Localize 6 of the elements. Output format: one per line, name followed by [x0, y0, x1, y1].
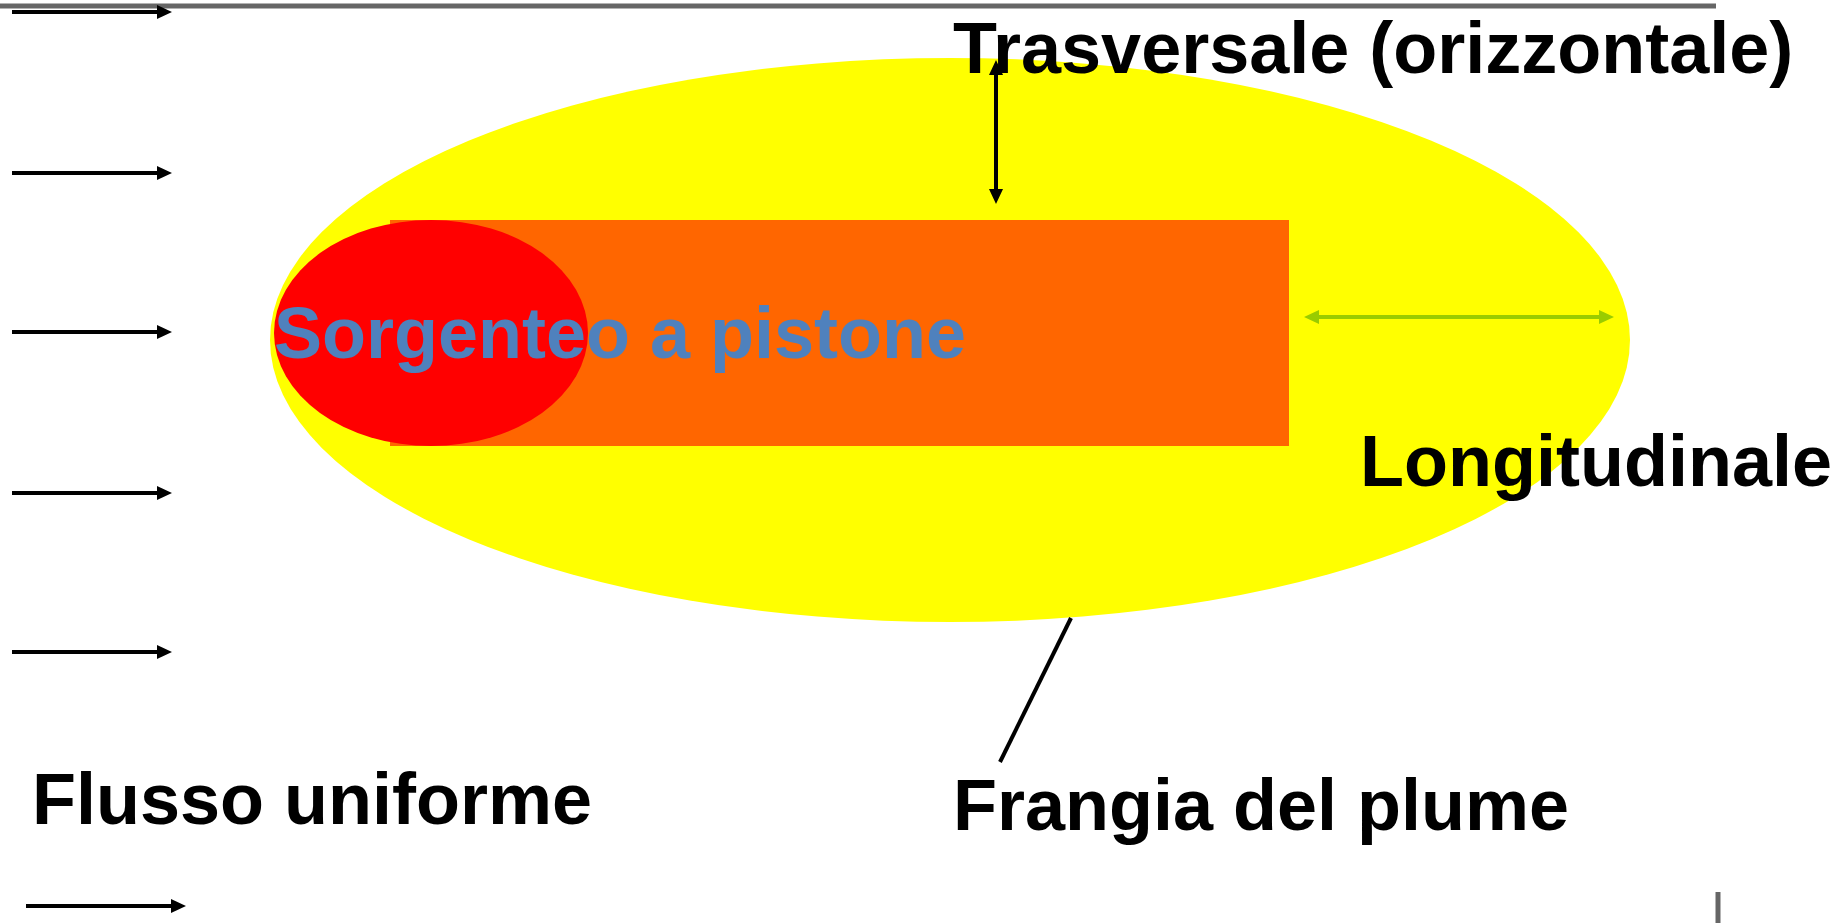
- transverse-label: Trasversale (orizzontale): [953, 8, 1794, 88]
- source-label: Sorgenteo a pistone: [274, 292, 967, 375]
- source-zone: [274, 220, 1289, 446]
- uniform-flow-label: Flusso uniforme: [32, 758, 593, 841]
- plume-fringe-label: Frangia del plume: [953, 762, 1653, 848]
- leader-line: [998, 617, 1073, 763]
